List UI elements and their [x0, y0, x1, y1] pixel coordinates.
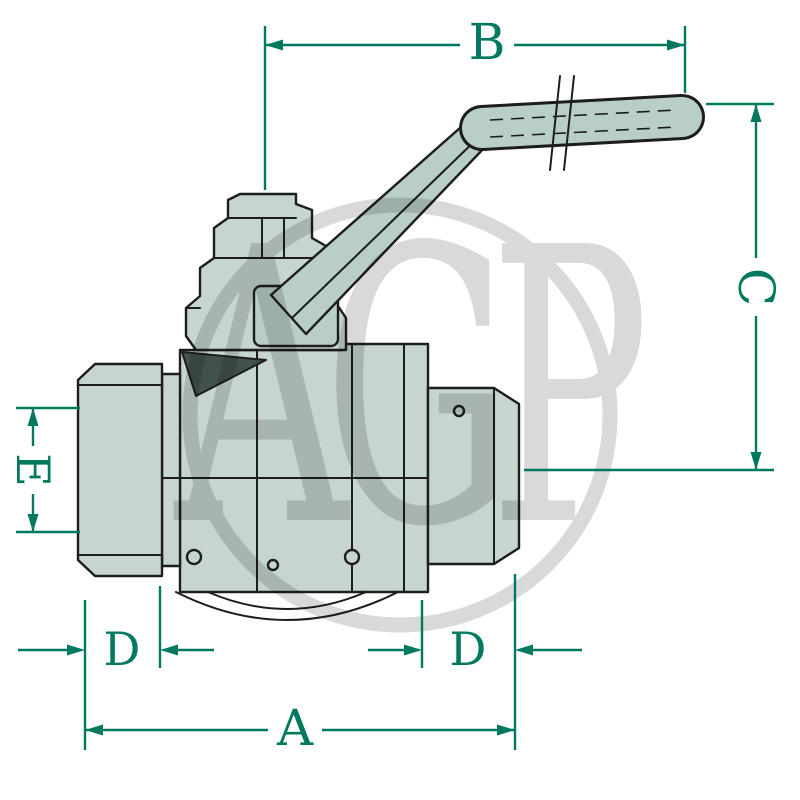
arrowhead: [67, 644, 85, 656]
flange-arc: [175, 591, 399, 621]
arrowhead: [750, 452, 762, 470]
watermark-text: AGP: [171, 167, 642, 610]
flange-hole: [266, 558, 280, 572]
adapter-pin-hole: [452, 404, 466, 418]
arrowhead: [27, 408, 39, 426]
dimension-label-a: A: [276, 699, 314, 757]
grip-dashed-line: [489, 126, 677, 138]
handle-arm-inner-line: [291, 133, 483, 319]
arrowhead: [160, 644, 178, 656]
dimension-d-left: D: [18, 586, 214, 676]
dimension-label-e: E: [6, 453, 60, 487]
dimension-label-d-right: D: [450, 622, 487, 676]
flange-hole: [185, 548, 203, 566]
arrowhead: [515, 644, 533, 656]
dimension-a: A: [83, 574, 517, 757]
dimension-e: E: [6, 406, 80, 534]
dimension-label-d-left: D: [104, 622, 141, 676]
arrowhead: [667, 39, 685, 51]
arrowhead: [750, 104, 762, 122]
arrowhead: [27, 514, 39, 532]
dimension-label-c: C: [727, 268, 785, 306]
handle-grip: [462, 97, 702, 148]
flange-hole: [343, 548, 361, 566]
dimensions: B C E A: [6, 13, 785, 757]
dimension-label-b: B: [469, 13, 506, 71]
dimension-d-right: D: [368, 600, 582, 676]
dimension-c: C: [524, 102, 785, 472]
dimension-b: B: [263, 13, 687, 190]
grip-dashed-line: [489, 109, 677, 121]
arrowhead: [497, 724, 515, 736]
arrowhead: [265, 39, 283, 51]
flange-arc: [207, 591, 367, 610]
arrowhead: [404, 644, 422, 656]
watermark: AGP: [171, 167, 667, 633]
arrowhead: [85, 724, 103, 736]
watermark-circle: [182, 197, 618, 633]
break-mark-line: [549, 75, 561, 171]
coupling-nut: [76, 362, 164, 578]
break-mark-line: [563, 75, 575, 171]
